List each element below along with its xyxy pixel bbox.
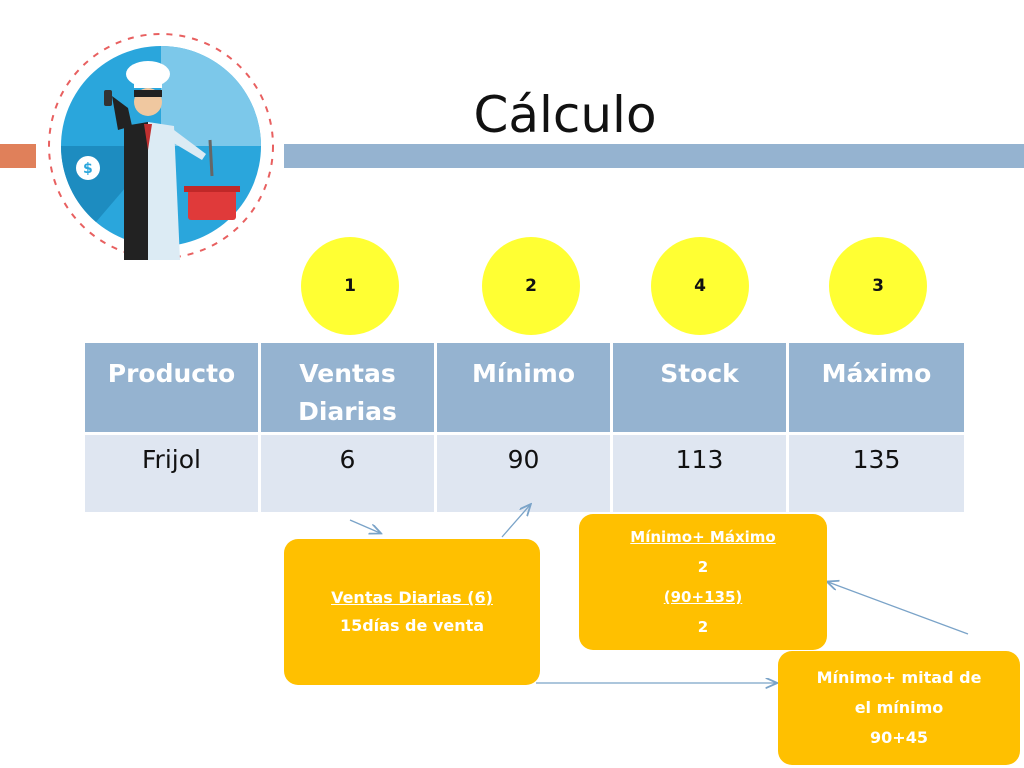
header-maximo: Máximo [789, 343, 967, 435]
step-circle-3: 4 [651, 237, 749, 335]
stock-formula-line4: 2 [697, 618, 709, 636]
step-circle-2: 2 [482, 237, 580, 335]
stock-formula-line2: 2 [697, 558, 709, 576]
cell-maximo: 135 [789, 435, 967, 515]
header-ventas-diarias: Ventas Diarias [261, 343, 437, 435]
step-circle-4: 3 [829, 237, 927, 335]
title-accent-bar [284, 144, 1024, 168]
cell-ventas-diarias: 6 [261, 435, 437, 515]
step-circle-1: 1 [301, 237, 399, 335]
cell-minimo: 90 [437, 435, 613, 515]
arrow-to-stock-box [828, 582, 969, 635]
maximo-formula-line1: Mínimo+ mitad de [816, 668, 982, 687]
ventas-formula-box: Ventas Diarias (6) 15días de venta [284, 539, 540, 685]
ventas-formula-numerator: Ventas Diarias (6) [331, 588, 493, 607]
ventas-formula-denominator: 15días de venta [339, 616, 485, 635]
maximo-formula-line2: el mínimo [854, 698, 944, 717]
maximo-formula-line3: 90+45 [870, 728, 928, 747]
table-header-row: Producto Ventas Diarias Mínimo Stock Máx… [85, 343, 967, 435]
stock-formula-line3: (90+135) [663, 588, 743, 606]
table-row: Frijol 6 90 113 135 [85, 435, 967, 515]
header-producto: Producto [85, 343, 261, 435]
header-minimo: Mínimo [437, 343, 613, 435]
maximo-formula-box: Mínimo+ mitad de el mínimo 90+45 [778, 651, 1020, 765]
slide-title: Cálculo [473, 86, 657, 144]
cell-stock: 113 [613, 435, 789, 515]
cell-producto: Frijol [85, 435, 261, 515]
header-stock: Stock [613, 343, 789, 435]
stock-formula-box: Mínimo+ Máximo 2 (90+135) 2 [579, 514, 827, 650]
svg-text:$: $ [83, 161, 93, 177]
chef-businessman-illustration: $ [48, 33, 274, 260]
inventory-table: Producto Ventas Diarias Mínimo Stock Máx… [85, 343, 967, 515]
title-accent-left [0, 144, 36, 168]
arrow-to-ventas-box [349, 519, 380, 533]
stock-formula-line1: Mínimo+ Máximo [630, 528, 776, 546]
